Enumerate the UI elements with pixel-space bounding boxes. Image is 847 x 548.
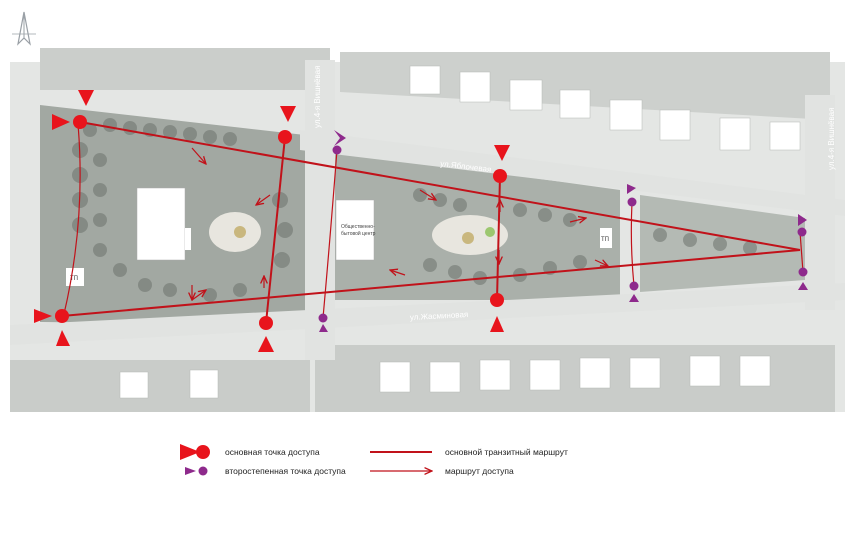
primary-access-point <box>55 309 69 323</box>
street-label-zhasminovaya: ул.Жасминовая <box>410 310 469 322</box>
public-center-label: Общественно- <box>341 224 375 230</box>
secondary-access-marker-icon <box>185 467 196 475</box>
legend-label-secondary-access: второстепенная точка доступа <box>225 466 346 476</box>
legend-item-primary-access: основная точка доступа <box>180 444 320 460</box>
secondary-access-point <box>797 227 807 237</box>
public-center-label-2: бытовой центр <box>341 230 376 237</box>
secondary-access-marker-icon <box>319 324 328 332</box>
secondary-access-point <box>798 267 808 277</box>
street-label-vishnevaya-right: ул.4-я Вишнёвая <box>827 108 836 170</box>
secondary-access-marker-icon <box>798 282 808 290</box>
access-route-arrows <box>192 147 608 300</box>
primary-access-point <box>493 169 507 183</box>
street-label-vishnevaya-left: ул.4-я Вишнёвая <box>313 66 322 128</box>
secondary-access-points <box>318 130 808 332</box>
compass-logo-icon <box>12 11 36 46</box>
legend-item-main-transit: основной транзитный маршрут <box>370 447 568 457</box>
legend-label-main-transit: основной транзитный маршрут <box>445 447 568 457</box>
secondary-access-marker-icon <box>629 294 639 302</box>
secondary-access-marker-icon <box>627 184 636 194</box>
main-transit-routes <box>61 121 801 324</box>
legend-item-access-route: маршрут доступа <box>370 466 514 476</box>
primary-access-marker-icon <box>280 106 296 122</box>
primary-access-marker-icon <box>258 336 274 352</box>
secondary-access-point <box>629 281 639 291</box>
secondary-access-point <box>332 145 342 155</box>
primary-access-point <box>259 316 273 330</box>
legend-label-access-route: маршрут доступа <box>445 466 514 476</box>
primary-access-point <box>490 293 504 307</box>
primary-access-marker-icon <box>494 145 510 161</box>
primary-access-marker-icon <box>490 316 504 332</box>
primary-access-marker-icon <box>56 330 70 346</box>
base-map <box>10 48 845 412</box>
tp-label-right: ТП <box>601 237 609 243</box>
primary-access-point <box>278 130 292 144</box>
primary-access-marker-icon <box>180 444 200 460</box>
secondary-access-point <box>318 313 328 323</box>
secondary-access-marker-icon <box>798 214 807 226</box>
secondary-transit-routes <box>63 123 804 319</box>
primary-access-marker-icon <box>34 309 52 323</box>
secondary-access-point <box>627 197 637 207</box>
primary-access-marker-icon <box>52 114 70 130</box>
tp-label-left: ТП <box>70 276 78 282</box>
primary-access-point-icon <box>196 445 210 459</box>
legend-item-secondary-access: второстепенная точка доступа <box>185 466 346 476</box>
primary-access-point <box>73 115 87 129</box>
legend: основная точка доступа второстепенная то… <box>180 444 568 476</box>
secondary-access-point-icon <box>198 466 208 476</box>
primary-access-points <box>34 90 510 352</box>
secondary-access-marker-icon <box>334 130 346 146</box>
primary-access-marker-icon <box>78 90 94 106</box>
legend-label-primary-access: основная точка доступа <box>225 447 320 457</box>
